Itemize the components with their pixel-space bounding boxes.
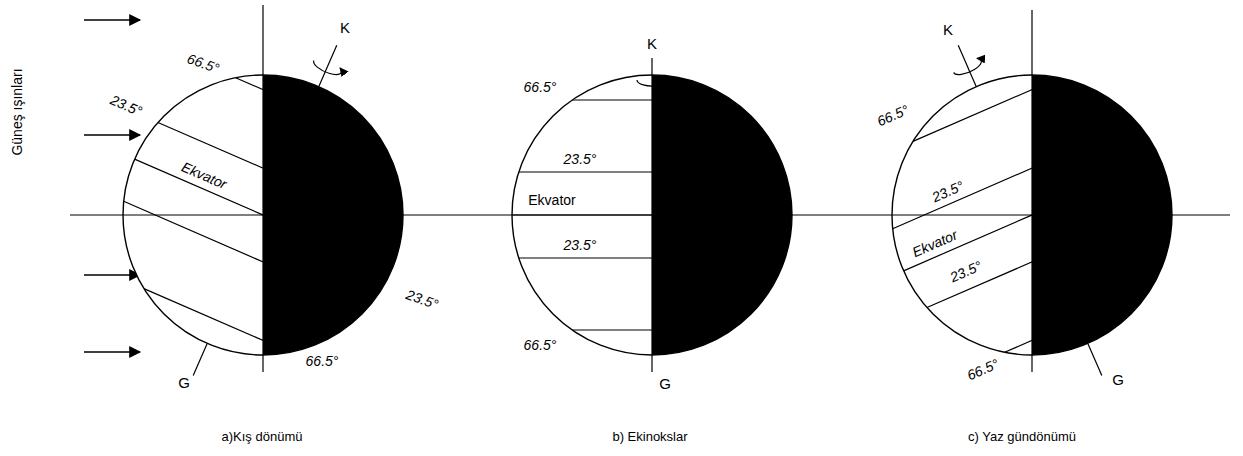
diagram-label: K [943,22,953,39]
rotation-axis [319,45,337,86]
earth-globe [512,58,792,372]
rotation-axis [958,45,976,86]
rotation-axis [193,343,207,375]
latitude-line [1005,289,1151,353]
diagram-label: G [1112,372,1124,389]
rotation-arrow [952,57,983,78]
terminator-line [651,58,652,372]
diagram-label: Ekvator [179,159,229,192]
ray-axis-line [123,214,263,215]
earth-globe [123,5,403,375]
diagram-label: G [659,376,671,393]
diagram-label: 23.5° [930,178,966,205]
diagram-label: 66.5° [524,338,557,353]
latitude-line [236,78,382,142]
diagram-label: Ekvator [528,193,575,208]
latitude-line [893,122,1137,228]
diagram-label: c) Yaz gündönümü [968,430,1076,444]
latitude-line [927,201,1171,307]
diagram-label: 23.5° [564,152,597,167]
rotation-arrow [311,57,342,78]
night-side [263,75,403,355]
diagram-label: 23.5° [948,258,984,285]
diagram-label: 66.5° [524,80,557,95]
diagram-label: 66.5° [965,356,1001,383]
diagram-label: 66.5° [875,102,911,129]
night-side [1032,75,1172,355]
latitude-line [158,122,402,228]
terminator-line [1031,10,1032,372]
diagram-label: 23.5° [404,287,440,313]
night-side [652,75,792,355]
diagram-label: G [178,375,190,392]
rotation-axis [1088,343,1102,375]
diagram-label: a)Kış dönümü [222,430,303,444]
ray-axis-line [512,214,652,215]
rotation-arrow [637,76,667,86]
diagram-label: Ekvator [910,227,960,260]
diagram-label: 66.5° [306,354,339,369]
diagram-label: K [647,36,657,53]
sun-ray-arrow [84,19,140,21]
sun-ray-arrow [84,274,140,276]
sun-ray-arrow [84,351,140,353]
diagram-label: 66.5° [185,51,221,77]
latitude-line [144,289,290,353]
diagram-label: K [340,20,350,37]
terminator-line [262,5,263,372]
diagram-label: 23.5° [564,238,597,253]
diagram-label: Güneş ışınları [10,68,25,155]
latitude-line [913,78,1059,142]
earth-globe [892,10,1172,375]
sun-ray-arrow [84,134,140,136]
diagram-label: b) Ekinokslar [612,430,687,444]
diagram-label: 23.5° [108,92,144,119]
latitude-line [124,201,368,307]
ray-axis-line [892,214,1032,215]
